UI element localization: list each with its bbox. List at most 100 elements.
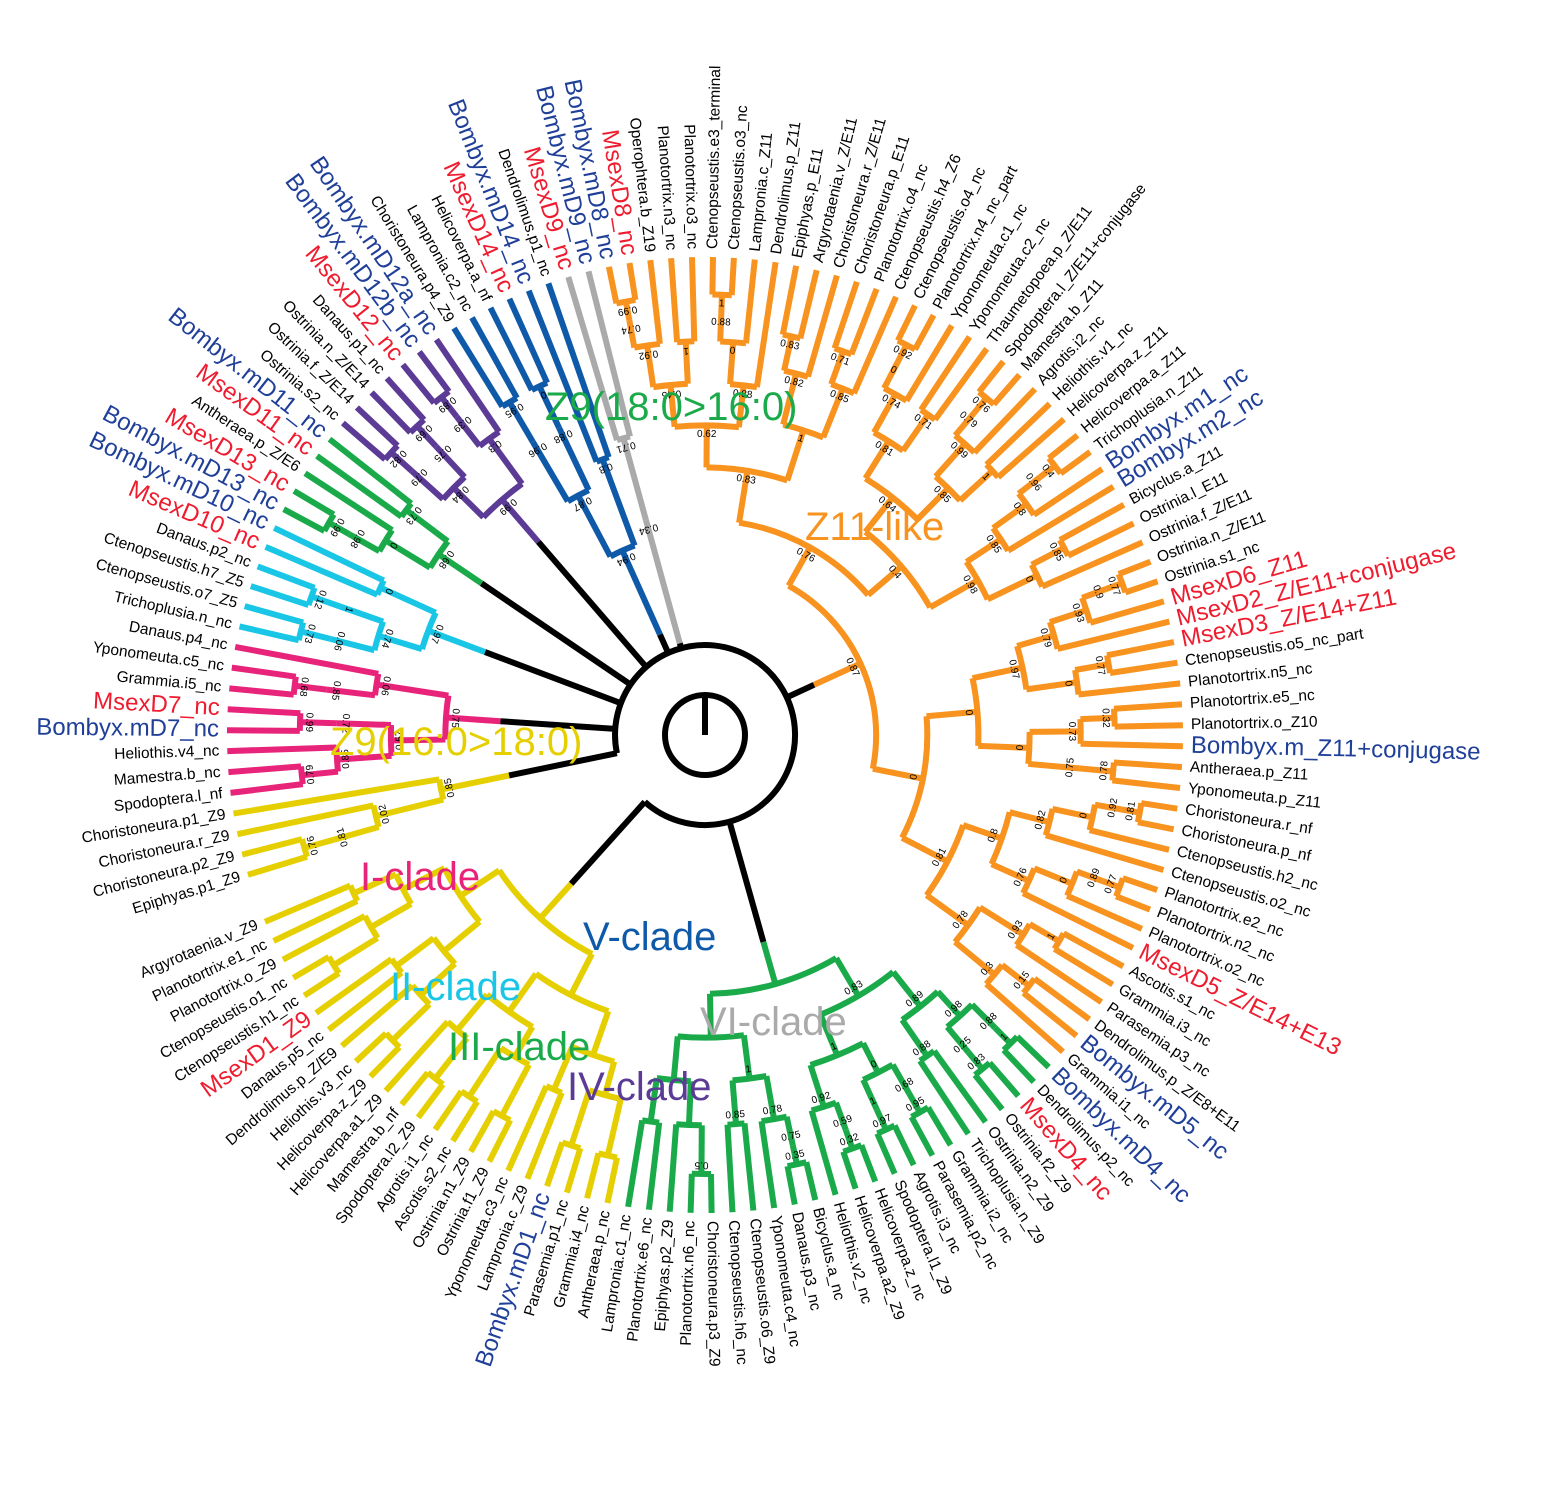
- tip-branch: [808, 1109, 839, 1196]
- internal-branch: [1030, 545, 1066, 568]
- support-value: 1: [796, 433, 805, 445]
- node-arc: [786, 1159, 807, 1170]
- tip-branch: [1066, 520, 1135, 559]
- leaf-label: Bombyx.m_Z11+conjugase: [1191, 732, 1481, 766]
- tip-branch: [281, 913, 367, 963]
- internal-branch: [735, 385, 747, 428]
- tip-branch: [918, 335, 972, 412]
- backbone-branch: [657, 633, 671, 655]
- tip-branch: [228, 763, 302, 776]
- support-value: 0.77: [1093, 655, 1107, 677]
- support-value: 0.73: [1066, 722, 1077, 742]
- internal-branch: [327, 520, 351, 537]
- leaf-label: Ctenopseustis.o3_nc: [726, 105, 752, 251]
- support-value: 0.99: [303, 712, 315, 732]
- internal-branch: [928, 577, 980, 610]
- internal-branch: [900, 835, 949, 865]
- support-value: 0: [382, 586, 394, 596]
- internal-branch: [409, 468, 446, 502]
- internal-branch: [1080, 714, 1115, 723]
- backbone-branch: [479, 580, 633, 687]
- internal-branch: [602, 1060, 618, 1096]
- internal-branch: [894, 343, 910, 364]
- tip-branch: [231, 664, 297, 680]
- tip-branch: [469, 316, 520, 400]
- tip-branch: [908, 1115, 936, 1157]
- support-value: 0.88: [732, 388, 753, 401]
- support-value: 0.34: [637, 521, 659, 537]
- tip-branch: [797, 269, 820, 340]
- backbone-branch: [726, 820, 767, 943]
- tip-branch: [1032, 976, 1092, 1022]
- internal-branch: [418, 961, 457, 998]
- internal-branch: [610, 1098, 624, 1134]
- internal-branch: [620, 437, 649, 522]
- tip-branch: [1113, 759, 1183, 771]
- support-value: 0.75: [449, 708, 461, 729]
- tip-branch: [369, 390, 413, 435]
- internal-branch: [729, 1080, 739, 1125]
- tip-branch: [1078, 680, 1181, 698]
- tip-branch: [848, 287, 880, 356]
- tip-branch: [803, 1161, 819, 1201]
- internal-branch: [336, 752, 392, 763]
- internal-branch: [575, 494, 614, 558]
- node-arc: [720, 338, 747, 347]
- internal-branch: [451, 485, 486, 520]
- internal-branch: [414, 424, 439, 449]
- internal-branch: [1101, 878, 1121, 891]
- internal-branch: [377, 632, 423, 652]
- internal-branch: [379, 584, 437, 616]
- tip-branch: [241, 836, 303, 858]
- support-value: 1: [829, 1041, 839, 1053]
- internal-branch: [510, 1063, 532, 1097]
- internal-branch: [349, 935, 380, 957]
- internal-branch: [986, 572, 1039, 603]
- node-arc: [1029, 563, 1045, 588]
- tip-branch: [991, 372, 1022, 407]
- internal-branch: [336, 720, 392, 728]
- support-value: 0.45: [661, 387, 682, 400]
- internal-branch: [1051, 805, 1094, 821]
- tip-branch: [450, 1100, 480, 1143]
- leaf-label: Ctenopseustis.h6_nc: [725, 1220, 750, 1366]
- internal-branch: [871, 392, 899, 434]
- node-arc: [1025, 731, 1033, 765]
- internal-branch: [784, 429, 807, 482]
- internal-branch: [991, 501, 1029, 531]
- clade-label-ii: II-clade: [390, 965, 521, 1009]
- internal-branch: [807, 1064, 827, 1108]
- support-value: 0: [963, 709, 974, 716]
- internal-branch: [707, 993, 714, 1038]
- internal-branch: [667, 384, 678, 428]
- tip-branch: [1140, 800, 1178, 812]
- node-arc: [362, 914, 381, 940]
- node-arc: [675, 1121, 702, 1129]
- support-value: 1: [980, 471, 992, 483]
- tip-branch: [903, 324, 955, 403]
- tip-branch: [416, 350, 452, 394]
- internal-branch: [860, 1078, 880, 1111]
- tip-branch: [645, 1122, 663, 1211]
- tip-branch: [506, 297, 550, 385]
- internal-branch: [404, 507, 450, 544]
- node-arc: [432, 389, 451, 406]
- tip-branch: [1044, 832, 1165, 873]
- internal-branch: [347, 531, 381, 554]
- leaf-label: Planotortrix.n6_nc: [678, 1220, 699, 1346]
- internal-branch: [506, 400, 536, 444]
- node-arc: [973, 1060, 992, 1078]
- tip-branch: [874, 1132, 898, 1175]
- tip-branch: [858, 1144, 879, 1183]
- internal-branch: [626, 319, 638, 349]
- internal-branch: [622, 301, 633, 321]
- internal-branch: [953, 939, 997, 977]
- tip-branch: [709, 257, 716, 295]
- internal-branch: [506, 972, 539, 1014]
- internal-branch: [599, 458, 638, 547]
- tip-branch: [972, 387, 1038, 455]
- tip-branch: [1117, 558, 1152, 577]
- clade-label-v: V-clade: [583, 915, 716, 959]
- tip-branch: [840, 1150, 859, 1190]
